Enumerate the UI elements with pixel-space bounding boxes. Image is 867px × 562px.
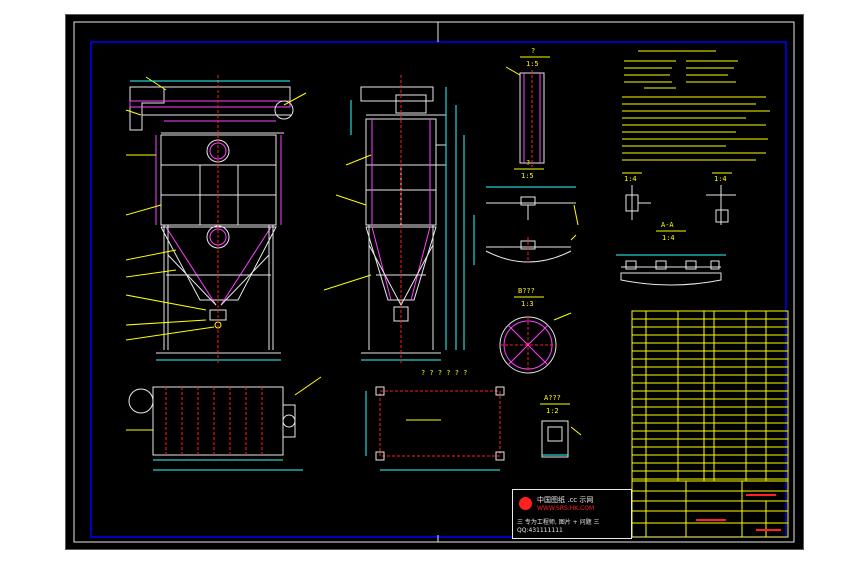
plan-caption: ? ? ? ? ? ? bbox=[421, 369, 467, 377]
drawing-canvas: ? 1:5 ? 1:5 B??? 1:3 bbox=[73, 21, 795, 543]
section-aa-label: A-A bbox=[661, 221, 674, 229]
section-aa: A-A 1:4 bbox=[616, 221, 726, 286]
section-aa-scale: 1:4 bbox=[662, 234, 675, 242]
section-b-scale: 1:3 bbox=[521, 300, 534, 308]
section-a-label: A??? bbox=[544, 394, 561, 402]
front-view bbox=[125, 75, 307, 365]
side-view bbox=[323, 75, 475, 365]
detail-small1-scale: 1:4 bbox=[624, 175, 637, 183]
parts-list bbox=[631, 310, 789, 482]
spec-notes bbox=[622, 50, 770, 161]
detail-top: ? 1:5 bbox=[505, 47, 550, 167]
logo-icon bbox=[519, 497, 532, 510]
detail-top-scale: 1:5 bbox=[526, 60, 539, 68]
title-block bbox=[631, 480, 789, 538]
slogan-line: 三 专为工程师, 图片 + 问题 三 bbox=[517, 519, 600, 526]
section-a-scale: 1:2 bbox=[546, 407, 559, 415]
logo-box[interactable]: 中国图纸 .cc 示网 WWW.SRS.HK.COM 三 专为工程师, 图片 +… bbox=[512, 489, 632, 539]
small-details: 1:4 1:4 bbox=[622, 172, 736, 225]
detail-mid-scale: 1:5 bbox=[521, 172, 534, 180]
section-b-label: B??? bbox=[518, 287, 535, 295]
logo-text: 中国图纸 .cc 示网 bbox=[537, 496, 594, 504]
cad-viewport[interactable]: ? 1:5 ? 1:5 B??? 1:3 bbox=[65, 14, 804, 550]
website-link[interactable]: WWW.SRS.HK.COM bbox=[537, 505, 595, 512]
section-b: B??? 1:3 bbox=[499, 287, 572, 374]
detail-mid-label: ? bbox=[526, 159, 530, 167]
section-a: A??? 1:2 bbox=[540, 394, 582, 458]
foundation-plan: ? ? ? ? ? ? bbox=[365, 369, 505, 471]
plan-view bbox=[126, 376, 322, 471]
outer-border bbox=[73, 21, 795, 543]
detail-small2-scale: 1:4 bbox=[714, 175, 727, 183]
detail-top-label: ? bbox=[531, 47, 535, 55]
qq-line: QQ:431111111 bbox=[517, 527, 563, 534]
detail-mid: ? 1:5 bbox=[485, 159, 579, 263]
